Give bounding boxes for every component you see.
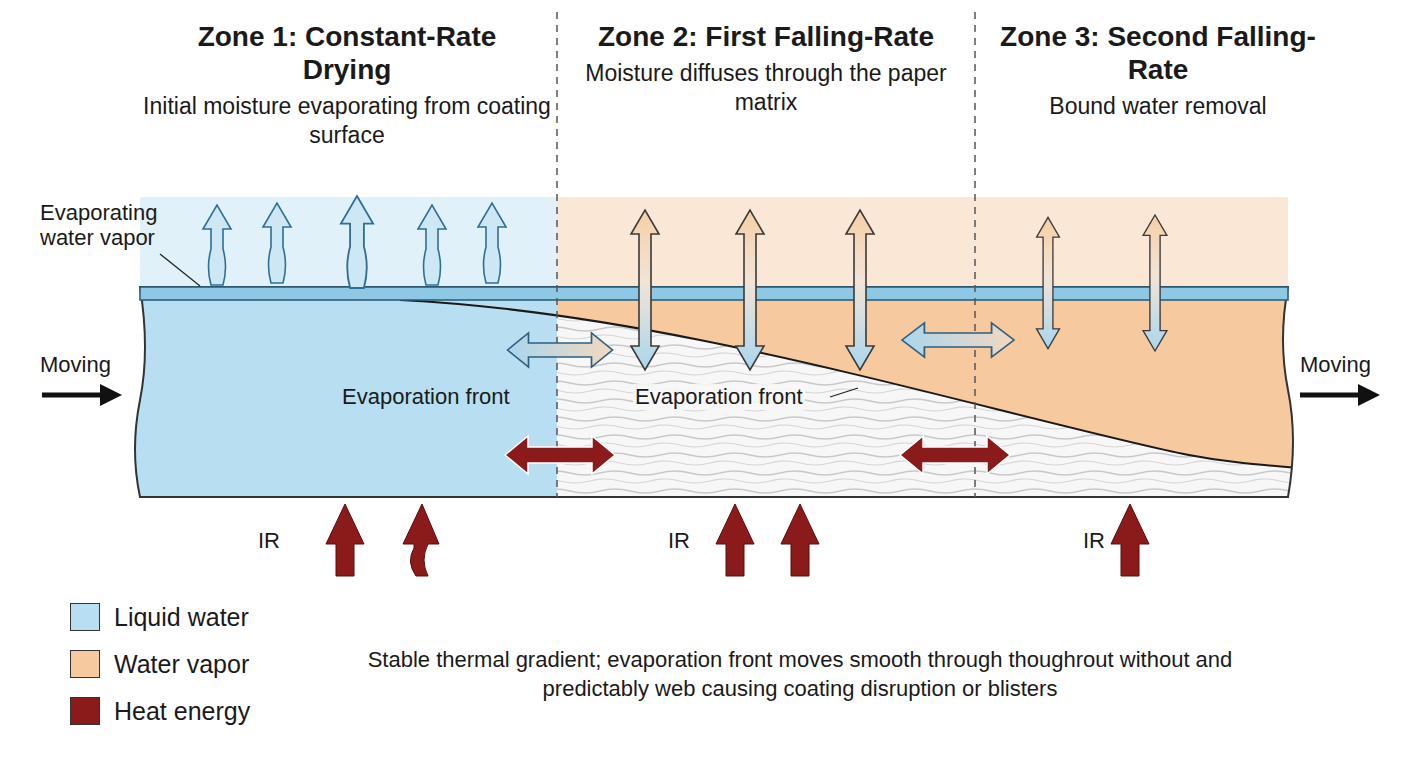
- zone-title: Zone 3: Second Falling-Rate: [993, 20, 1323, 86]
- legend-swatch: [70, 697, 100, 725]
- zone-heading: Zone 2: First Falling-RateMoisture diffu…: [560, 20, 972, 117]
- vapor-label: Evaporating water vapor: [40, 200, 180, 250]
- direction-label: Moving: [1300, 352, 1371, 378]
- caption-note: Stable thermal gradient; evaporation fro…: [360, 645, 1240, 703]
- front-label: Evaporation front: [633, 384, 805, 410]
- legend-text: Liquid water: [114, 602, 249, 632]
- zone-heading: Zone 1: Constant-Rate DryingInitial mois…: [140, 20, 554, 150]
- zone-title: Zone 1: Constant-Rate Drying: [167, 20, 527, 86]
- ir-label: IR: [668, 528, 690, 554]
- ir-label: IR: [258, 528, 280, 554]
- zone-description: Moisture diffuses through the paper matr…: [560, 59, 972, 117]
- ir-label: IR: [1083, 528, 1105, 554]
- legend-text: Water vapor: [114, 649, 249, 679]
- legend-row: Liquid water: [70, 603, 330, 633]
- zone-heading: Zone 3: Second Falling-RateBound water r…: [978, 20, 1338, 121]
- legend-swatch: [70, 650, 100, 678]
- legend-row: Water vapor: [70, 650, 330, 680]
- legend-row: Heat energy: [70, 697, 330, 727]
- zone-title: Zone 2: First Falling-Rate: [596, 20, 936, 53]
- direction-label: Moving: [40, 352, 111, 378]
- zone-description: Bound water removal: [978, 92, 1338, 121]
- legend-text: Heat energy: [114, 696, 250, 726]
- front-label: Evaporation front: [342, 384, 510, 410]
- legend-swatch: [70, 603, 100, 631]
- zone-description: Initial moisture evaporating from coatin…: [140, 92, 554, 150]
